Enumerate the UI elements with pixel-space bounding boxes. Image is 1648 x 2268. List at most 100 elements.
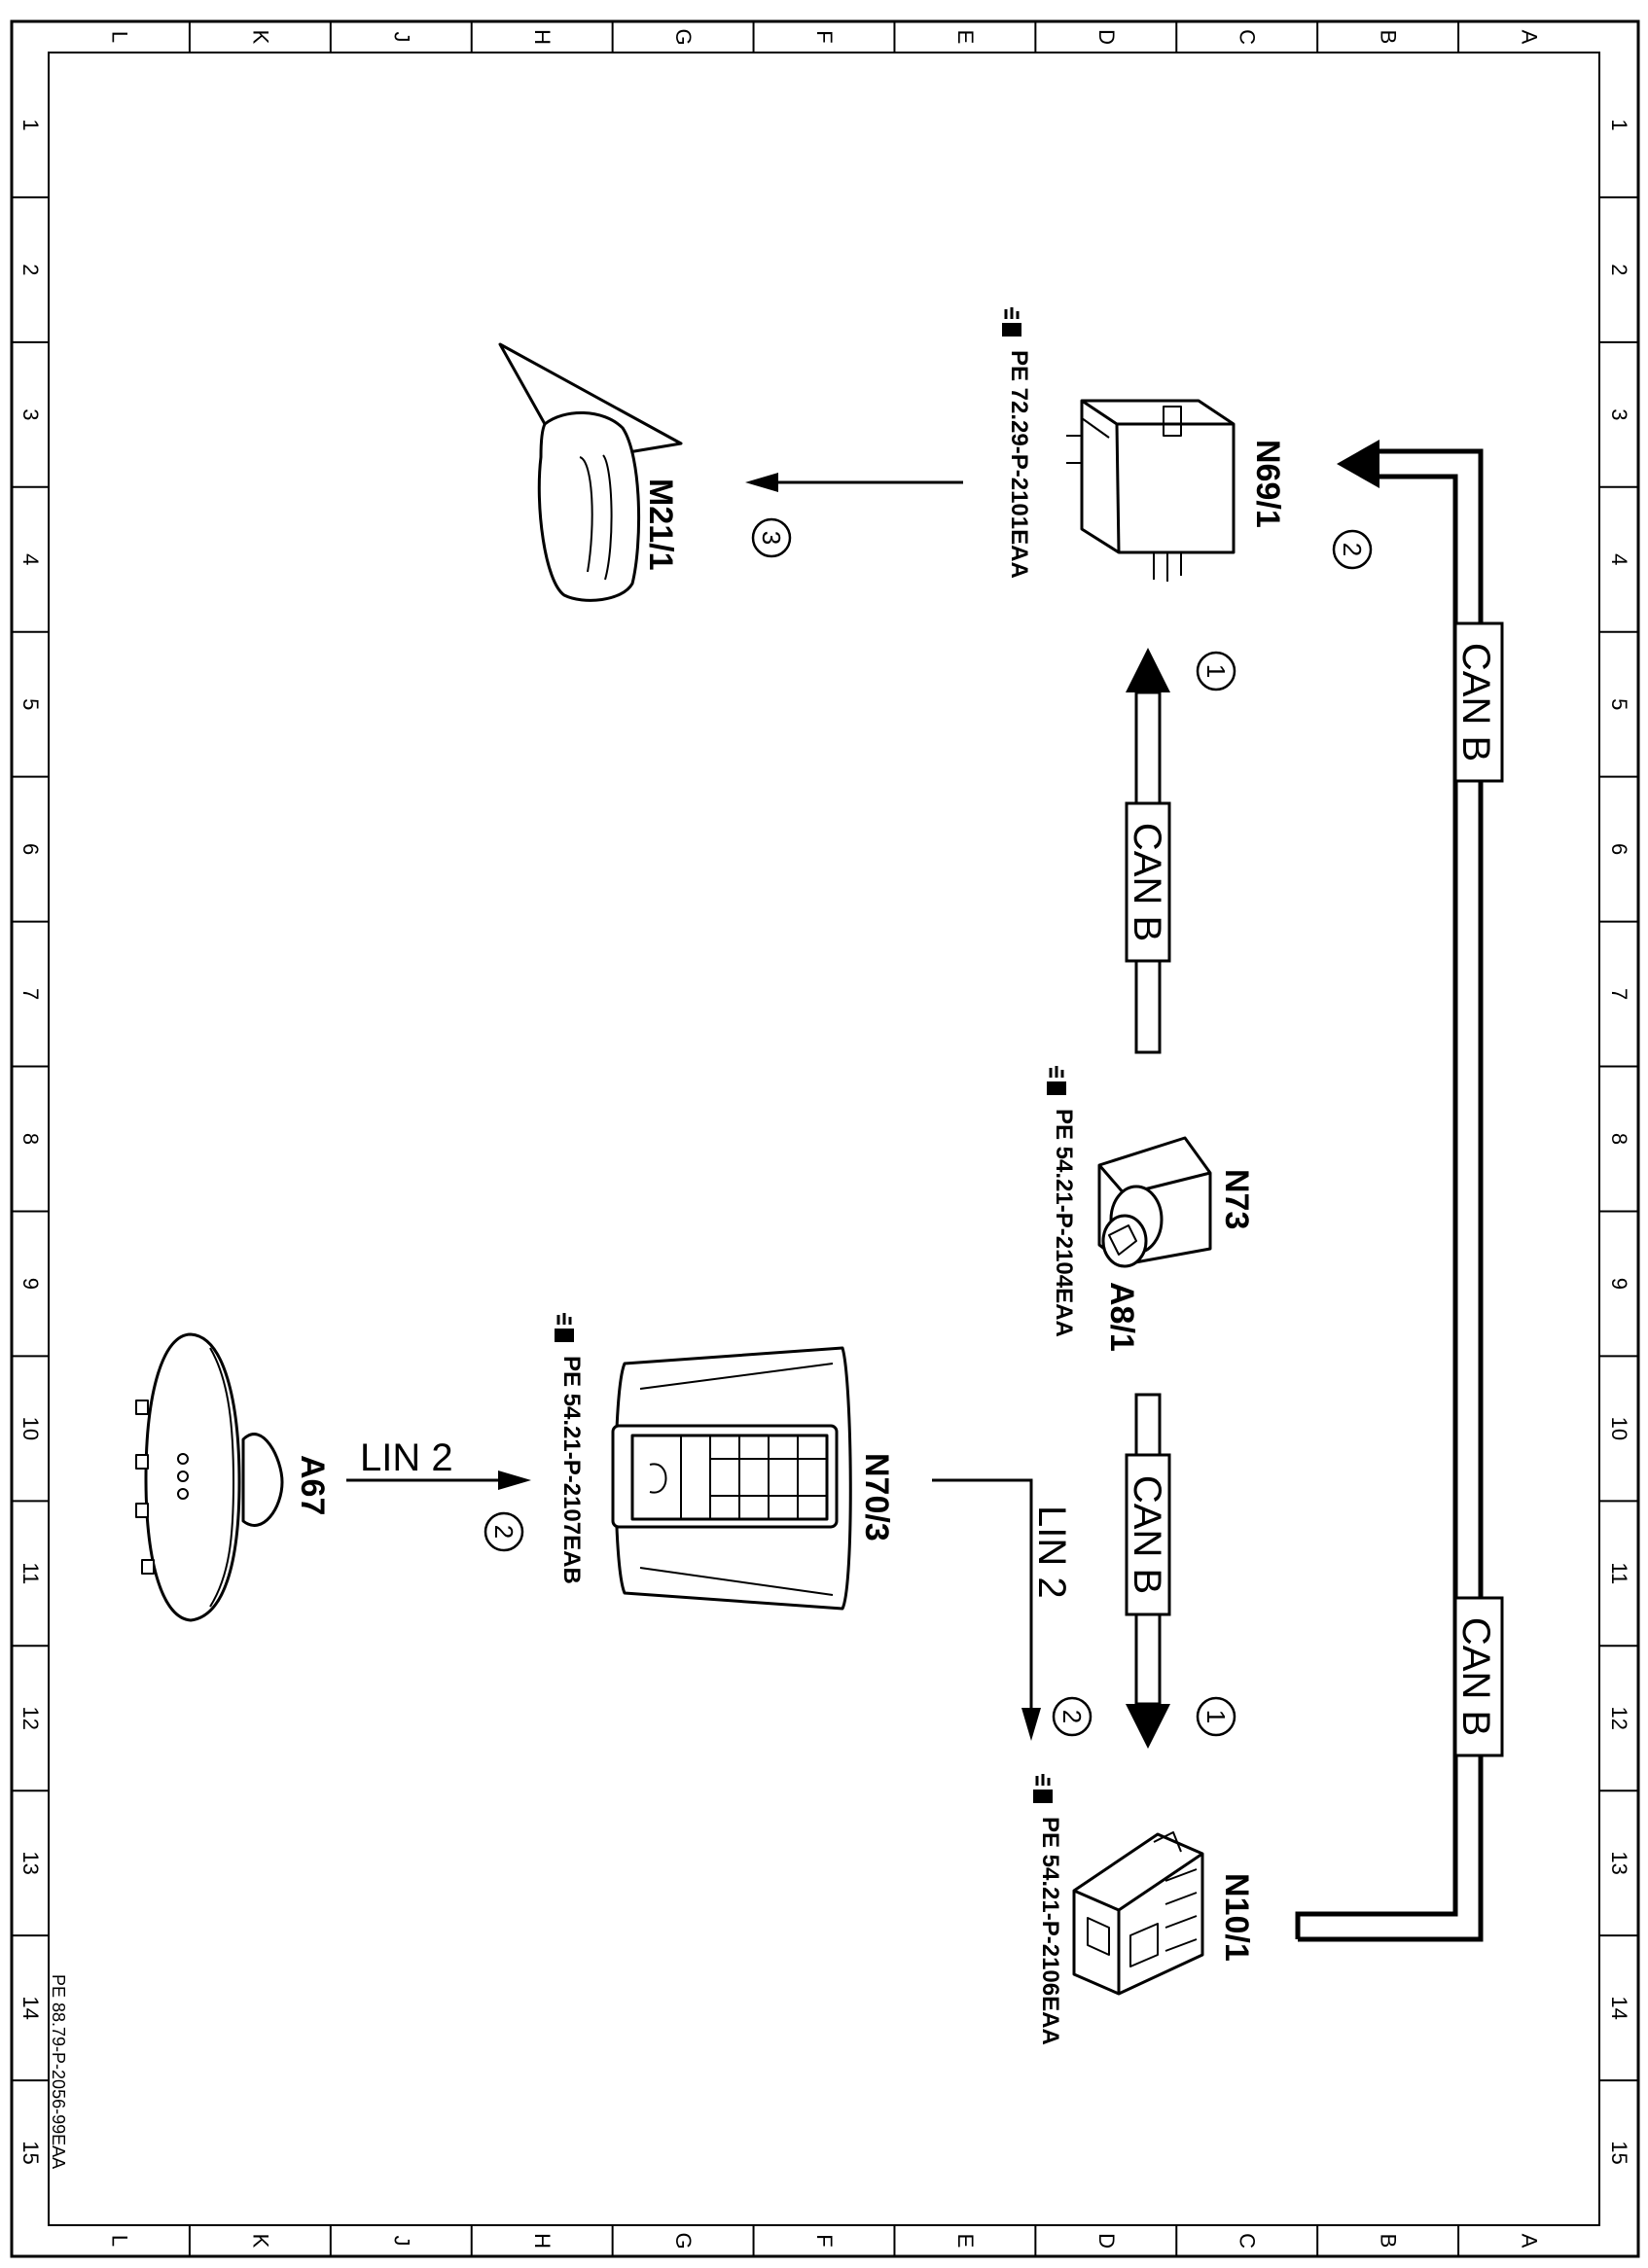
frame-col-label-top: A [1518,30,1542,45]
document-id: PE 88.79-P-2056-99EAA [49,1974,68,2169]
frame-row-label-right: 13 [1607,1851,1631,1874]
frame-row-label-left: 15 [18,2141,43,2164]
frame-col-label-top: K [248,30,272,45]
frame-row-label-right: 4 [1607,553,1631,565]
frame-col-label-bottom: D [1094,2233,1119,2249]
frame-col-label-bottom: E [953,2234,978,2249]
n69-1-callout: N69/1 PE 72.29-P-2101EAA [1002,307,1286,579]
n70-3-label: N70/3 [858,1453,895,1542]
hand-pointer-icon [1033,1774,1053,1803]
frame-col-label-top: J [389,32,413,43]
frame-row-label-left: 2 [18,264,43,275]
frame-row-label-right: 12 [1607,1706,1631,1729]
frame-row-label-left: 12 [18,1706,43,1729]
n69-1-label: N69/1 [1249,440,1286,528]
can-b-upper-text: CAN B [1454,643,1497,762]
frame-row-label-left: 13 [18,1851,43,1874]
lin2-right-bus: LIN 2 2 [932,1478,1093,1741]
hand-pointer-icon [1047,1066,1066,1095]
frame-row-label-left: 11 [18,1562,43,1584]
inner-frame [48,52,1600,2226]
frame-row-label-left: 5 [18,698,43,710]
n70-3-callout: N70/3 PE 54.21-P-2107EAB [555,1313,895,1584]
frame-col-label-bottom: B [1377,2234,1401,2249]
frame-row-label-right: 3 [1607,408,1631,420]
marker-2-lin-left-text: 2 [489,1525,519,1539]
frame-grid [12,21,1638,2256]
frame-row-label-right: 11 [1607,1562,1631,1584]
frame-col-label-bottom: A [1518,2234,1542,2249]
marker-2-lin-right-text: 2 [1057,1710,1087,1723]
n69-1-module [1066,399,1236,582]
frame-row-label-left: 14 [18,1996,43,2019]
frame-row-label-left: 4 [18,553,43,565]
hand-pointer-icon [555,1313,574,1342]
n73-callout: N73 A8/1 PE 54.21-P-2104EAA [1047,1066,1255,1352]
frame-row-label-right: 6 [1607,843,1631,855]
can-b-lower-center-bus: CAN B 1 [1125,1393,1236,1749]
n70-3-control-panel [611,1346,852,1611]
frame-row-label-right: 14 [1607,1996,1631,2019]
frame-row-label-right: 8 [1607,1133,1631,1145]
hand-pointer-icon [1002,307,1021,337]
lin2-left-arrowhead [498,1471,531,1490]
can-b-arrowhead-n69 [1337,440,1379,488]
frame-col-label-bottom: H [530,2233,555,2249]
frame-col-label-bottom: G [671,2232,696,2249]
m21-1-label: M21/1 [642,478,679,571]
n10-1-label: N10/1 [1218,1873,1255,1962]
frame-col-label-top: E [953,30,978,45]
lin2-right-arrowhead [1021,1708,1041,1741]
frame-row-label-left: 7 [18,988,43,1000]
frame-row-label-left: 6 [18,843,43,855]
marker-1-lower-text: 1 [1201,1710,1231,1723]
outer-frame [10,19,1640,2258]
frame-row-label-left: 1 [18,119,43,130]
frame-col-label-top: C [1236,29,1260,45]
frame-row-label-left: 9 [18,1278,43,1290]
n70-3-ref: PE 54.21-P-2107EAB [558,1356,585,1584]
can-b-down-arrowhead [1126,1704,1170,1749]
frame-col-label-bottom: L [107,2235,131,2247]
marker-3-text: 3 [757,531,786,545]
frame-col-label-top: H [530,29,555,45]
can-b-lower-center-text: CAN B [1126,1475,1168,1594]
lin2-left-text: LIN 2 [360,1436,453,1479]
frame-row-label-left: 8 [18,1133,43,1145]
frame-col-label-top: D [1094,29,1119,45]
n69-1-ref: PE 72.29-P-2101EAA [1006,350,1032,579]
can-b-upper-center-text: CAN B [1126,823,1168,941]
a67-label: A67 [294,1455,331,1515]
frame-row-label-right: 1 [1607,119,1631,130]
can-b-lower-text: CAN B [1454,1617,1497,1736]
can-b-label-upper: CAN B [1453,621,1504,783]
m21-1-mirror [498,342,683,602]
a8-1-label: A8/1 [1103,1282,1140,1352]
frame-col-label-top: G [671,28,696,45]
a67-rearview-mirror [135,1332,284,1622]
frame-row-label-left: 10 [18,1417,43,1440]
marker-2-can-right-text: 2 [1338,543,1367,556]
frame-row-label-right: 5 [1607,698,1631,710]
n73-label: N73 [1218,1169,1255,1229]
can-b-label-lower: CAN B [1453,1596,1504,1757]
frame-col-label-top: B [1377,30,1401,45]
n73-ref: PE 54.21-P-2104EAA [1051,1109,1077,1337]
frame-col-label-bottom: F [812,2234,837,2247]
frame-row-label-right: 15 [1607,2141,1631,2164]
n10-1-callout: N10/1 PE 54.21-P-2106EAA [1033,1774,1255,2045]
can-b-up-arrowhead [1126,648,1170,692]
marker-2-can-right: 2 [1332,529,1373,570]
frame-col-label-bottom: K [248,2234,272,2249]
mirror-arrow: 3 [745,473,963,558]
n73-ignition-switch [1097,1136,1212,1268]
n10-1-connector [1072,1831,1204,1996]
lin2-left-bus: LIN 2 2 [346,1436,531,1552]
lin2-right-text: LIN 2 [1030,1506,1073,1599]
can-b-upper-center-bus: CAN B 1 [1125,648,1236,1054]
frame-col-label-top: L [107,31,131,43]
frame-row-label-right: 7 [1607,988,1631,1000]
n10-1-ref: PE 54.21-P-2106EAA [1037,1817,1063,2045]
